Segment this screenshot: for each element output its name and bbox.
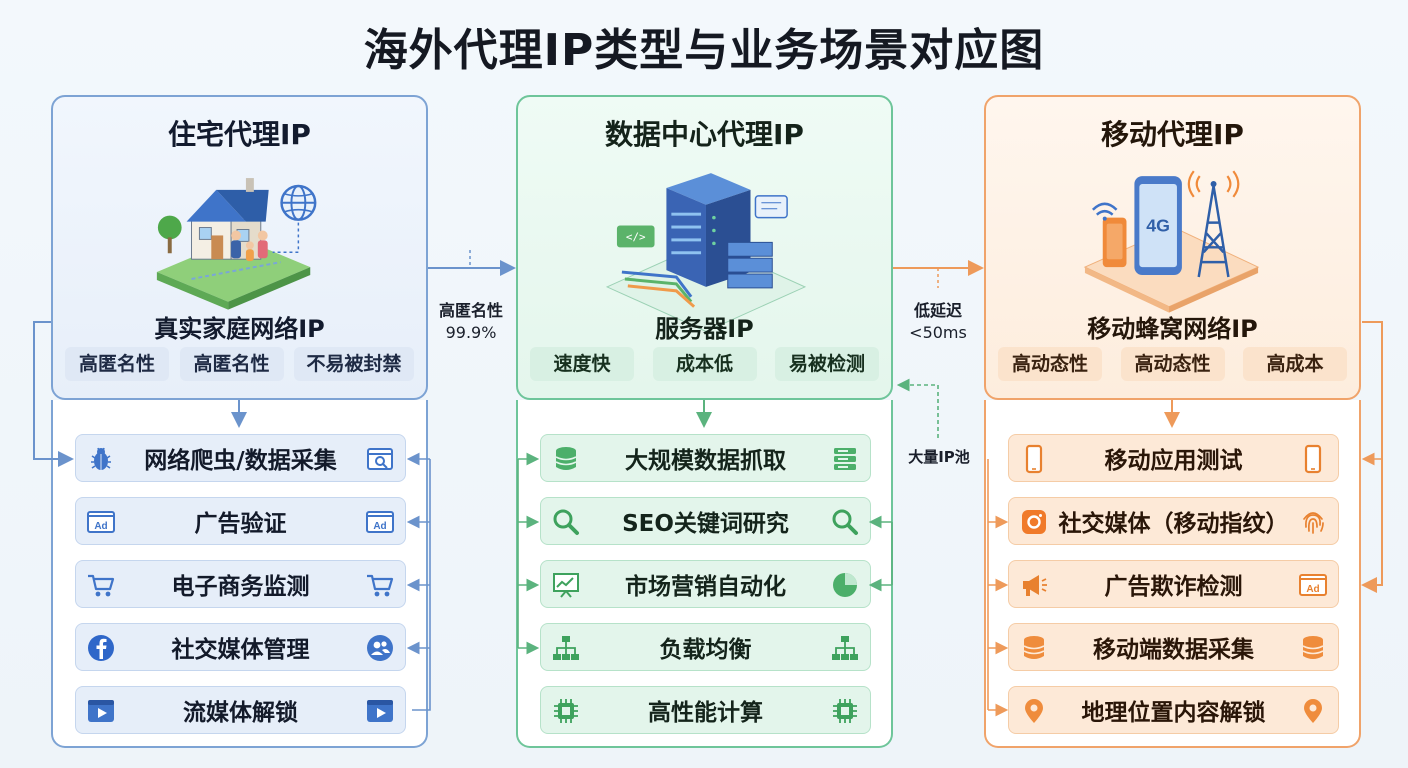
use-case-label: 社交媒体管理 bbox=[171, 637, 310, 663]
ad-icon: Ad bbox=[366, 511, 394, 533]
use-case-label: SEO关键词研究 bbox=[622, 511, 789, 537]
hierarchy-icon bbox=[832, 636, 858, 660]
tag-high-anonymity: 高匿名性 bbox=[65, 347, 169, 381]
use-case-item[interactable]: 电子商务监测 bbox=[75, 560, 406, 608]
ad-icon: Ad bbox=[87, 511, 115, 533]
datacenter-proxy-title: 数据中心代理IP bbox=[605, 118, 804, 151]
cpu-icon bbox=[554, 699, 578, 723]
connector-label-line: 99.9% bbox=[445, 323, 497, 342]
hierarchy-icon bbox=[553, 636, 579, 660]
tag-low-cost: 成本低 bbox=[652, 347, 757, 381]
page-title: 海外代理IP类型与业务场景对应图 bbox=[363, 25, 1045, 76]
tag-high-anonymity: 高匿名性 bbox=[179, 347, 284, 381]
use-case-item[interactable]: 社交媒体管理 bbox=[75, 623, 406, 671]
phone-icon bbox=[1304, 444, 1322, 474]
cpu-icon bbox=[833, 699, 857, 723]
use-case-item[interactable]: 负载均衡 bbox=[540, 623, 871, 671]
use-case-item[interactable]: 广告欺诈检测 Ad bbox=[1008, 560, 1339, 608]
use-case-item[interactable]: 地理位置内容解锁 bbox=[1008, 686, 1339, 734]
tag-hard-to-ban: 不易被封禁 bbox=[294, 347, 414, 381]
use-case-label: 移动应用测试 bbox=[1104, 448, 1243, 474]
connector-label-line: <50ms bbox=[909, 323, 967, 342]
use-case-label: 广告验证 bbox=[194, 511, 287, 537]
mobile-proxy-title: 移动代理IP bbox=[1101, 118, 1244, 151]
users-icon bbox=[367, 635, 393, 661]
cart-icon bbox=[367, 574, 394, 597]
residential-proxy-title: 住宅代理IP bbox=[168, 118, 311, 151]
tag-fast: 速度快 bbox=[530, 347, 634, 381]
facebook-icon bbox=[88, 635, 114, 661]
tag-high-dynamic: 高动态性 bbox=[1120, 347, 1225, 381]
use-case-item[interactable]: 高性能计算 bbox=[540, 686, 871, 734]
video-icon bbox=[88, 700, 114, 722]
fingerprint-icon bbox=[1303, 512, 1324, 534]
use-case-label: 大规模数据抓取 bbox=[625, 448, 786, 474]
location-pin-icon bbox=[1025, 699, 1043, 723]
video-icon bbox=[367, 700, 393, 722]
datacenter-proxy-subtitle: 服务器IP bbox=[655, 315, 754, 343]
datacenter-use-case-list: 大规模数据抓取 SEO关键词研究 市场营销自动化 负载均衡 高性能计算 bbox=[516, 400, 893, 748]
svg-text:</>: </> bbox=[626, 230, 646, 243]
use-case-item[interactable]: 社交媒体（移动指纹） bbox=[1008, 497, 1339, 545]
server-illustration: </> bbox=[605, 173, 807, 332]
datacenter-proxy-panel: 数据中心代理IP </> 服务器IP 速度快 成本低 易被检测 bbox=[516, 95, 893, 400]
use-case-item[interactable]: SEO关键词研究 bbox=[540, 497, 871, 545]
phone-icon bbox=[1025, 444, 1043, 474]
megaphone-icon bbox=[1023, 575, 1047, 596]
use-case-label: 社交媒体（移动指纹） bbox=[1058, 511, 1289, 537]
cart-icon bbox=[88, 574, 115, 597]
use-case-item[interactable]: 大规模数据抓取 bbox=[540, 434, 871, 482]
use-case-label: 地理位置内容解锁 bbox=[1081, 700, 1266, 726]
use-case-label: 网络爬虫/数据采集 bbox=[144, 448, 337, 474]
svg-text:Ad: Ad bbox=[373, 521, 386, 532]
svg-text:4G: 4G bbox=[1146, 215, 1170, 235]
connector-label-anonymity: 高匿名性 99.9% bbox=[430, 300, 512, 344]
database-icon bbox=[1023, 636, 1045, 659]
bug-icon bbox=[91, 447, 111, 470]
chart-board-icon bbox=[553, 573, 579, 598]
use-case-label: 移动端数据采集 bbox=[1093, 637, 1254, 663]
residential-proxy-subtitle: 真实家庭网络IP bbox=[154, 315, 325, 343]
connector-label-ip-pool: 大量IP池 bbox=[908, 448, 970, 466]
search-icon bbox=[553, 509, 579, 535]
use-case-label: 高性能计算 bbox=[648, 700, 763, 726]
svg-text:Ad: Ad bbox=[94, 521, 107, 532]
use-case-label: 市场营销自动化 bbox=[625, 574, 786, 600]
search-icon bbox=[832, 509, 858, 535]
location-pin-icon bbox=[1304, 699, 1322, 723]
connector-label-latency: 低延迟 <50ms bbox=[896, 300, 980, 344]
connector-label-line: 高匿名性 bbox=[438, 301, 503, 320]
web-search-icon bbox=[367, 448, 393, 470]
mobile-tower-illustration: 4G bbox=[1083, 170, 1260, 313]
tag-easily-detected: 易被检测 bbox=[775, 347, 879, 381]
mobile-proxy-panel: 移动代理IP 4G 移动蜂窝网络IP 高动态性 高动态性 高成本 bbox=[984, 95, 1361, 400]
use-case-label: 广告欺诈检测 bbox=[1104, 574, 1243, 600]
database-icon bbox=[1302, 636, 1324, 659]
use-case-item[interactable]: 市场营销自动化 bbox=[540, 560, 871, 608]
tag-high-dynamic: 高动态性 bbox=[998, 347, 1102, 381]
use-case-item[interactable]: 移动端数据采集 bbox=[1008, 623, 1339, 671]
residential-use-case-list: 网络爬虫/数据采集 Ad 广告验证 Ad 电子商务监测 社交媒体管理 流媒体解锁 bbox=[51, 400, 428, 748]
use-case-item[interactable]: 网络爬虫/数据采集 bbox=[75, 434, 406, 482]
ad-icon: Ad bbox=[1299, 574, 1327, 596]
use-case-item[interactable]: Ad 广告验证 Ad bbox=[75, 497, 406, 545]
use-case-item[interactable]: 移动应用测试 bbox=[1008, 434, 1339, 482]
pie-chart-icon bbox=[833, 573, 857, 597]
use-case-label: 流媒体解锁 bbox=[183, 700, 298, 726]
server-stack-icon bbox=[834, 448, 856, 470]
mobile-proxy-subtitle: 移动蜂窝网络IP bbox=[1087, 315, 1258, 343]
mobile-use-case-list: 移动应用测试 社交媒体（移动指纹） 广告欺诈检测 Ad 移动端数据采集 地理位置… bbox=[984, 400, 1361, 748]
tag-high-cost: 高成本 bbox=[1243, 347, 1347, 381]
instagram-icon bbox=[1022, 510, 1046, 534]
use-case-label: 电子商务监测 bbox=[171, 574, 310, 600]
database-icon bbox=[555, 447, 577, 470]
use-case-item[interactable]: 流媒体解锁 bbox=[75, 686, 406, 734]
svg-text:Ad: Ad bbox=[1306, 584, 1319, 595]
house-family-illustration bbox=[156, 178, 317, 310]
use-case-label: 负载均衡 bbox=[659, 637, 752, 663]
residential-proxy-panel: 住宅代理IP 真实家庭网络IP 高匿名性 高匿名性 不易被封禁 bbox=[51, 95, 428, 400]
connector-label-line: 低延迟 bbox=[913, 301, 962, 320]
